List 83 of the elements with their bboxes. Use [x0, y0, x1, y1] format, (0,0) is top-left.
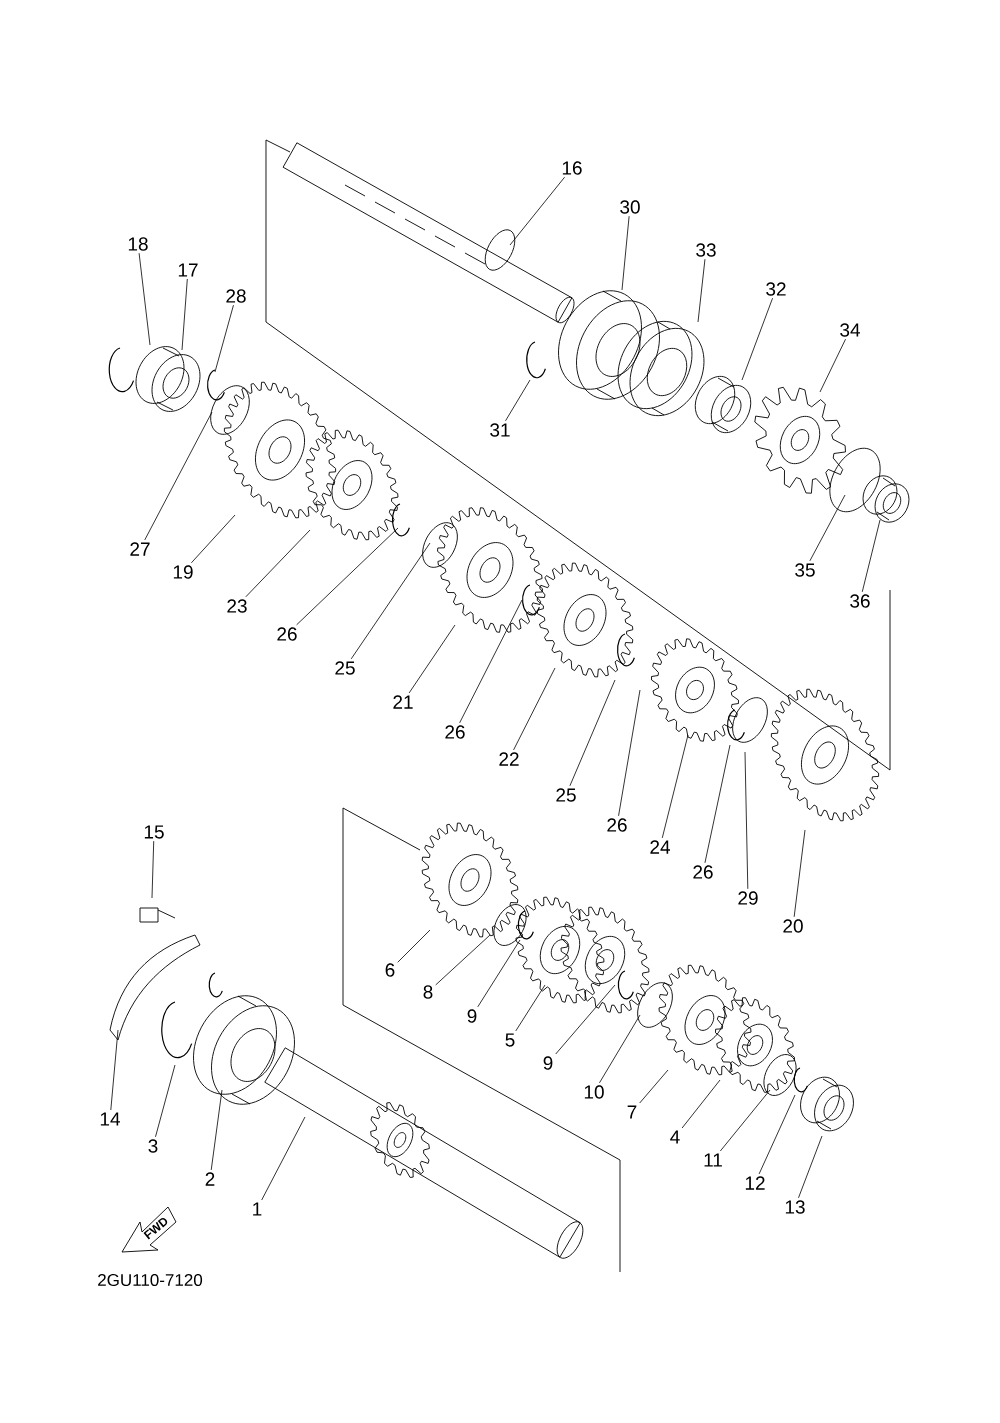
callout-number: 5 — [505, 1033, 515, 1047]
leader-line — [505, 379, 531, 422]
leader-line — [397, 929, 431, 963]
leader-line — [719, 1089, 771, 1152]
leader-line — [555, 984, 616, 1055]
callout-number: 7 — [627, 1105, 637, 1119]
leader-line — [181, 278, 188, 351]
leader-line — [245, 529, 311, 598]
leader-line — [110, 1029, 119, 1111]
callout-number: 16 — [562, 161, 582, 175]
leader-line — [618, 689, 641, 817]
leader-line — [793, 829, 806, 918]
callout-number: 10 — [584, 1085, 604, 1099]
callout-number: 25 — [556, 788, 576, 802]
leader-line — [704, 744, 731, 864]
callout-number: 26 — [607, 818, 627, 832]
callout-number: 17 — [178, 263, 198, 277]
leader-line — [809, 494, 846, 562]
leader-line — [744, 751, 749, 890]
leader-line — [296, 527, 399, 626]
callout-number: 25 — [335, 661, 355, 675]
callout-number: 24 — [650, 840, 670, 854]
leader-line — [144, 411, 213, 541]
leader-line — [639, 1069, 669, 1104]
callout-number: 15 — [144, 825, 164, 839]
callout-number: 19 — [173, 565, 193, 579]
callout-number: 18 — [128, 237, 148, 251]
callout-number: 29 — [738, 891, 758, 905]
callout-number: 23 — [227, 599, 247, 613]
leader-line — [758, 1094, 796, 1175]
callout-number: 31 — [490, 423, 510, 437]
leader-line — [509, 176, 565, 246]
callout-number: 1 — [253, 1202, 262, 1216]
leader-line — [477, 939, 521, 1008]
callout-number: 9 — [543, 1056, 553, 1070]
callout-number: 22 — [499, 752, 519, 766]
leader-line — [741, 297, 773, 381]
callout-number: 12 — [745, 1176, 765, 1190]
leader-line — [861, 519, 881, 593]
leader-line — [798, 1135, 823, 1199]
leader-line — [435, 934, 491, 986]
callout-number: 2 — [205, 1172, 215, 1186]
callout-number: 14 — [100, 1112, 120, 1126]
callout-number: 34 — [840, 323, 860, 337]
callout-number: 8 — [423, 985, 433, 999]
leader-line — [459, 599, 523, 724]
callout-number: 27 — [130, 542, 150, 556]
leader-line — [621, 215, 630, 291]
leader-line — [819, 338, 846, 393]
leader-line — [681, 1079, 721, 1129]
leader-line — [661, 734, 689, 839]
callout-number: 32 — [766, 282, 786, 296]
callout-number: 26 — [277, 627, 297, 641]
callout-number: 35 — [795, 563, 815, 577]
leader-line — [210, 1089, 223, 1171]
callout-number: 33 — [696, 243, 716, 257]
callout-number: 11 — [704, 1153, 722, 1167]
callout-number: 6 — [385, 963, 395, 977]
callout-number: 30 — [620, 200, 640, 214]
callout-number: 4 — [670, 1130, 680, 1144]
leader-line — [599, 1014, 641, 1084]
leader-line — [138, 252, 151, 346]
leader-line — [350, 542, 431, 660]
callout-number: 3 — [148, 1139, 158, 1153]
leader-line — [190, 514, 236, 564]
callout-number: 26 — [693, 865, 713, 879]
callout-number: 13 — [785, 1200, 805, 1214]
callout-number: 36 — [850, 594, 870, 608]
callout-number: 20 — [783, 919, 803, 933]
leader-line — [513, 667, 556, 751]
callout-number: 26 — [445, 725, 465, 739]
leader-line — [214, 304, 234, 373]
callout-number: 9 — [467, 1009, 477, 1023]
leader-line — [515, 984, 546, 1032]
callout-number: 28 — [226, 289, 246, 303]
leader-line — [697, 258, 706, 323]
leader-line — [155, 1064, 176, 1138]
callout-number: 21 — [393, 695, 413, 709]
leader-line — [408, 624, 456, 694]
figure-code: 2GU110-7120 — [98, 1274, 203, 1287]
leader-line — [151, 840, 155, 899]
leader-line — [569, 679, 616, 787]
leader-line — [261, 1116, 306, 1201]
